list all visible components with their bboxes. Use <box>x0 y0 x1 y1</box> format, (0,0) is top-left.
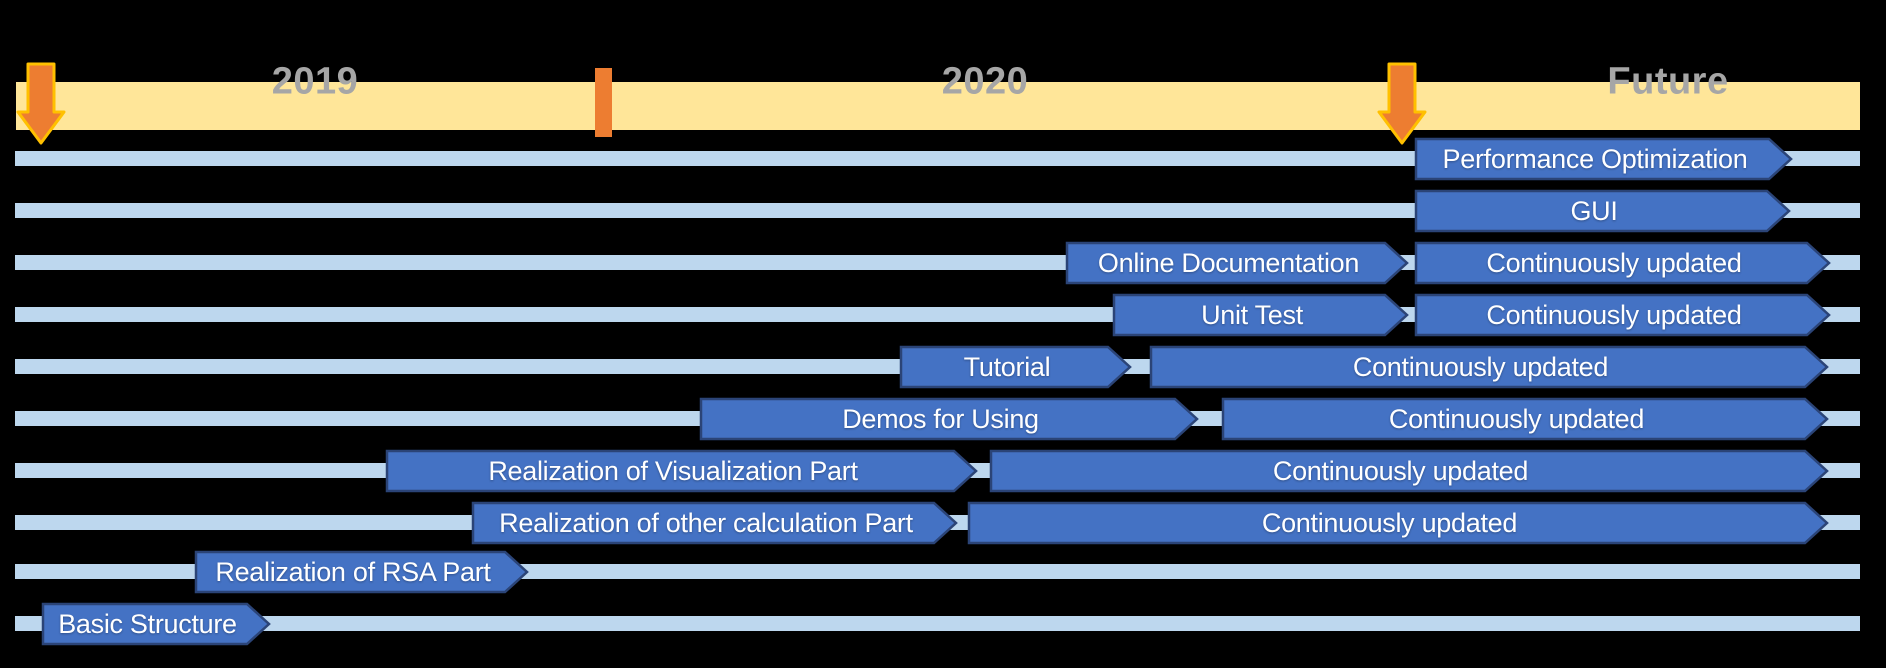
task-bar-label: Realization of Visualization Part <box>488 455 858 486</box>
task-bar-shape <box>194 550 529 594</box>
task-bar-shape <box>967 501 1829 545</box>
divider-2019-2020 <box>595 68 612 137</box>
task-bar-label: GUI <box>1570 195 1618 226</box>
timeline-track <box>15 616 1860 631</box>
task-bar-shape <box>1112 293 1409 337</box>
start-future-marker-arrow <box>1377 62 1427 146</box>
year-label-2019: 2019 <box>271 60 359 103</box>
task-bar-shape <box>385 449 978 493</box>
task-bar-shape <box>41 602 271 646</box>
task-bar: Unit Test <box>1112 293 1409 337</box>
task-bar-label: Realization of RSA Part <box>215 556 491 587</box>
down-arrow-icon <box>1377 62 1427 145</box>
task-bar: Performance Optimization <box>1414 137 1793 181</box>
task-bar-shape <box>1149 345 1829 389</box>
task-bar-label: Tutorial <box>963 351 1051 382</box>
task-bar: Continuously updated <box>989 449 1829 493</box>
task-bar-label: Realization of other calculation Part <box>499 507 913 538</box>
task-bar-shape <box>1414 189 1791 233</box>
year-label-2020: 2020 <box>941 60 1029 103</box>
task-bar-shape <box>699 397 1199 441</box>
task-bar-label: Continuously updated <box>1272 455 1529 486</box>
task-bar: Demos for Using <box>699 397 1199 441</box>
task-bar-label: Continuously updated <box>1486 299 1742 330</box>
timeline-year-band <box>16 82 1860 130</box>
task-bar: GUI <box>1414 189 1791 233</box>
task-bar-label: Continuously updated <box>1261 507 1518 538</box>
task-bar-shape <box>471 501 958 545</box>
task-bar-label: Performance Optimization <box>1442 143 1748 174</box>
task-bar-label: Basic Structure <box>58 608 237 639</box>
task-bar-label: Continuously updated <box>1388 403 1645 434</box>
task-bar: Continuously updated <box>1414 241 1831 285</box>
task-bar-label: Unit Test <box>1201 299 1303 330</box>
task-bar-label: Continuously updated <box>1352 351 1609 382</box>
timeline-track <box>15 151 1860 166</box>
task-bar: Realization of other calculation Part <box>471 501 958 545</box>
task-bar-shape <box>1414 137 1793 181</box>
task-bar: Tutorial <box>899 345 1132 389</box>
task-bar-shape <box>1221 397 1829 441</box>
task-bar-shape <box>1414 241 1831 285</box>
task-bar: Online Documentation <box>1065 241 1409 285</box>
down-arrow-icon <box>16 62 66 145</box>
task-bar-label: Demos for Using <box>842 403 1039 434</box>
task-bar: Continuously updated <box>967 501 1829 545</box>
task-bar-shape <box>1065 241 1409 285</box>
timeline-track <box>15 203 1860 218</box>
task-bar: Continuously updated <box>1221 397 1829 441</box>
task-bar-label: Continuously updated <box>1486 247 1742 278</box>
task-bar: Continuously updated <box>1149 345 1829 389</box>
year-label-future: Future <box>1607 60 1729 103</box>
task-bar-shape <box>989 449 1829 493</box>
task-bar: Basic Structure <box>41 602 271 646</box>
task-bar: Continuously updated <box>1414 293 1831 337</box>
task-bar: Realization of RSA Part <box>194 550 529 594</box>
task-bar-label: Online Documentation <box>1097 247 1360 278</box>
task-bar-shape <box>899 345 1132 389</box>
start-2019-marker-arrow <box>16 62 66 146</box>
task-bar: Realization of Visualization Part <box>385 449 978 493</box>
task-bar-shape <box>1414 293 1831 337</box>
